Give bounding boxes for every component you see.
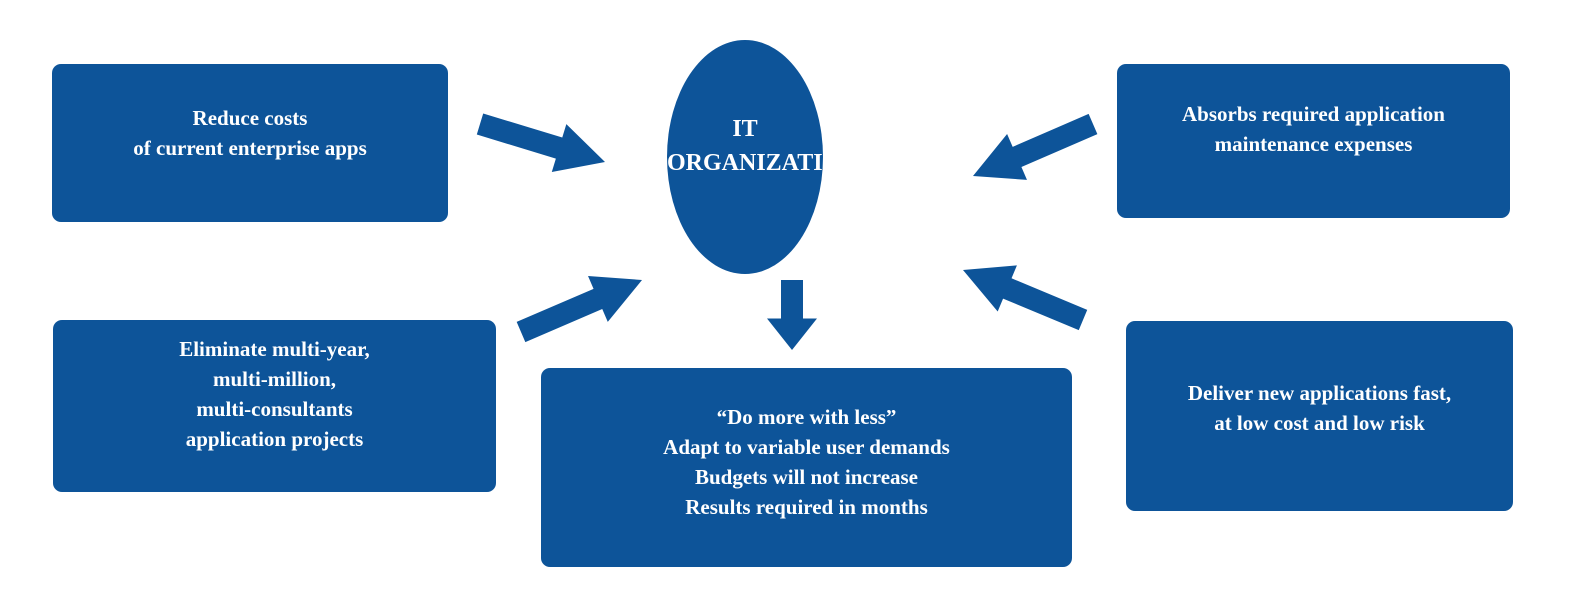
- arrow-to-center-from-bottom-left-icon: [516, 275, 643, 343]
- box-absorbs-maintenance: Absorbs required application maintenance…: [1117, 64, 1510, 218]
- box-line: application projects: [185, 427, 364, 451]
- box-line: Eliminate multi-year,: [179, 337, 370, 361]
- it-organization-circle: IT ORGANIZATION: [667, 40, 859, 274]
- box-line: Budgets will not increase: [694, 464, 919, 489]
- arrow-to-center-from-bottom-right-icon: [962, 265, 1088, 331]
- arrow-to-center-from-top-right-icon: [973, 113, 1098, 180]
- arrow-down-from-center-icon: [767, 280, 817, 350]
- box-reduce-costs: Reduce costs of current enterprise apps: [52, 64, 448, 222]
- center-line-1: IT: [732, 116, 758, 142]
- box-line: Reduce costs: [192, 106, 308, 130]
- box-line: Absorbs required application: [1182, 102, 1445, 126]
- box-eliminate-projects: Eliminate multi-year, multi-million, mul…: [53, 320, 496, 492]
- box-line: at low cost and low risk: [1214, 411, 1425, 435]
- center-line-2: ORGANIZATION: [667, 150, 859, 176]
- box-line: maintenance expenses: [1214, 132, 1413, 156]
- box-line: Deliver new applications fast,: [1187, 381, 1452, 405]
- box-deliver-fast: Deliver new applications fast, at low co…: [1126, 321, 1513, 511]
- box-line: multi-consultants: [196, 397, 353, 421]
- box-line: “Do more with less”: [716, 404, 897, 429]
- box-line: multi-million,: [212, 367, 337, 391]
- box-do-more-with-less: “Do more with less” Adapt to variable us…: [541, 368, 1072, 567]
- box-line: of current enterprise apps: [133, 136, 367, 160]
- box-line: Results required in months: [685, 494, 928, 519]
- box-line: Adapt to variable user demands: [663, 434, 950, 459]
- arrow-to-center-from-top-left-icon: [476, 113, 605, 172]
